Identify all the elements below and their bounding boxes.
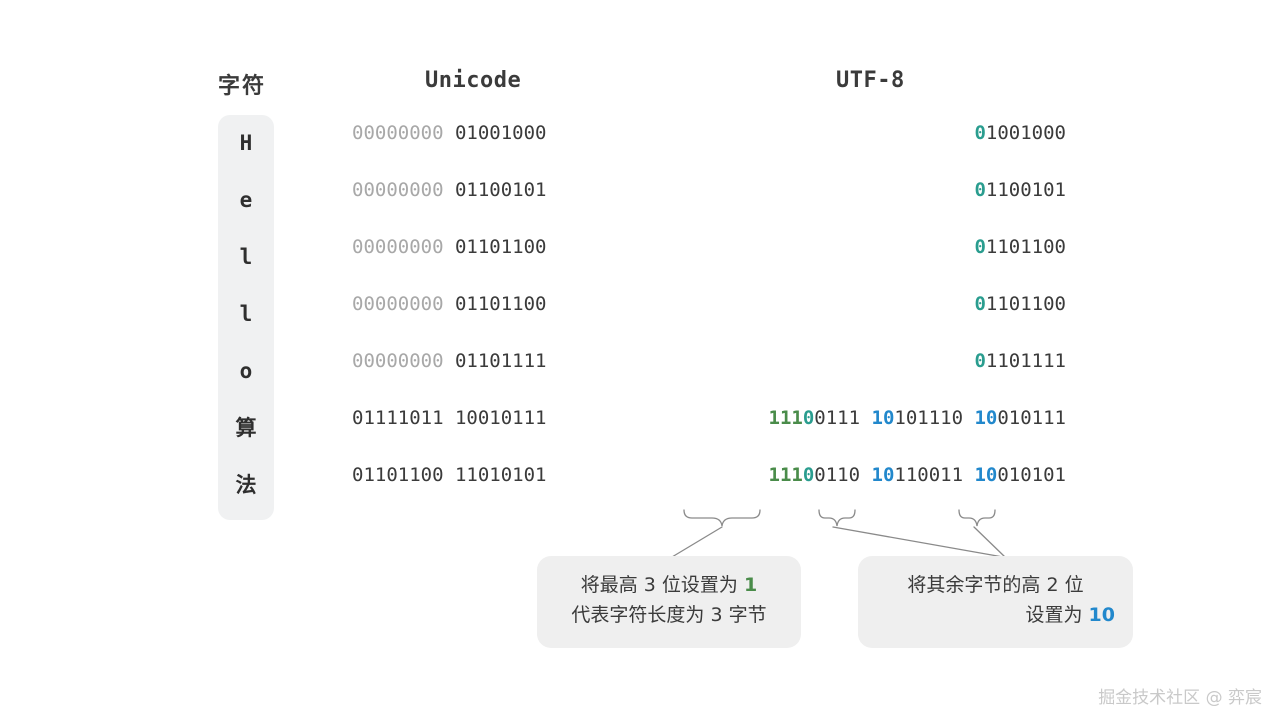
character-column-pill <box>218 115 274 520</box>
callout-text-segment: 10 <box>1088 604 1115 626</box>
utf8-bit-segment: 0 <box>974 122 986 144</box>
callout-box: 将其余字节的高 2 位设置为 10 <box>858 556 1133 648</box>
utf8-bit-segment: 0110 <box>814 464 872 486</box>
utf8-binary-cell: 01101100 <box>974 236 1066 258</box>
unicode-pad-byte: 00000000 <box>352 179 455 201</box>
utf8-bit-segment: 1001000 <box>985 122 1066 144</box>
unicode-pad-byte: 00000000 <box>352 293 455 315</box>
utf8-binary-cell: 01101100 <box>974 293 1066 315</box>
utf8-bit-segment: 0 <box>974 236 986 258</box>
utf8-bit-segment: 110011 <box>894 464 975 486</box>
utf8-bit-segment: 10 <box>974 464 998 486</box>
utf8-bit-segment: 10 <box>871 464 895 486</box>
watermark: 掘金技术社区 @ 弈宸 <box>1098 688 1262 708</box>
utf8-bit-segment: 0 <box>974 293 986 315</box>
utf8-bit-segment: 10 <box>871 407 895 429</box>
callout-text-segment: 将最高 3 位设置为 <box>580 574 744 596</box>
character-cell: l <box>239 302 253 326</box>
utf8-binary-cell: 01001000 <box>974 122 1066 144</box>
utf8-bit-segment: 1101111 <box>985 350 1066 372</box>
utf8-binary-cell: 11100111 10101110 10010111 <box>769 407 1066 429</box>
character-cell: e <box>239 188 253 212</box>
unicode-pad-byte: 00000000 <box>352 350 455 372</box>
character-cell: 算 <box>235 416 257 440</box>
callout-line: 设置为 10 <box>876 600 1116 630</box>
unicode-value-byte: 01101111 <box>454 350 547 372</box>
utf8-bit-segment: 1101100 <box>985 293 1066 315</box>
utf8-bit-segment: 010111 <box>997 407 1066 429</box>
utf8-bit-segment: 111 <box>768 464 803 486</box>
callout-line: 将最高 3 位设置为 1 <box>555 570 783 600</box>
utf8-binary-cell: 11100110 10110011 10010101 <box>769 464 1066 486</box>
utf8-bit-segment: 0111 <box>814 407 872 429</box>
utf8-bit-segment: 101110 <box>894 407 975 429</box>
unicode-binary-cell: 00000000 01100101 <box>352 179 546 201</box>
callout-line: 将其余字节的高 2 位 <box>876 570 1115 600</box>
callout-text-segment: 设置为 <box>1025 604 1089 626</box>
character-cell: l <box>239 245 253 269</box>
utf8-bit-segment: 1100101 <box>985 179 1066 201</box>
column-header-utf8: UTF-8 <box>836 68 905 93</box>
unicode-value-byte: 01101100 11010101 <box>352 464 547 486</box>
unicode-value-byte: 01101100 <box>454 236 547 258</box>
utf8-bit-segment: 1101100 <box>985 236 1066 258</box>
column-header-character: 字符 <box>218 73 267 98</box>
unicode-binary-cell: 00000000 01101100 <box>352 293 546 315</box>
callout-box: 将最高 3 位设置为 1 代表字符长度为 3 字节 <box>537 556 801 648</box>
column-header-unicode: Unicode <box>425 68 522 93</box>
utf8-bit-segment: 10 <box>974 407 998 429</box>
callout-text-segment: 代表字符长度为 3 字节 <box>571 604 767 626</box>
callout-text-segment: 1 <box>743 574 758 596</box>
utf8-bit-segment: 0 <box>802 464 815 486</box>
utf8-bit-segment: 0 <box>974 350 986 372</box>
callout-text-segment: 将其余字节的高 2 位 <box>907 574 1084 596</box>
unicode-binary-cell: 01101100 11010101 <box>352 464 546 486</box>
utf8-binary-cell: 01101111 <box>974 350 1066 372</box>
utf8-bit-segment: 0 <box>802 407 815 429</box>
unicode-value-byte: 01101100 <box>454 293 547 315</box>
callout-line: 代表字符长度为 3 字节 <box>555 600 783 630</box>
utf8-bit-segment: 010101 <box>997 464 1066 486</box>
utf8-bit-segment: 0 <box>974 179 986 201</box>
utf8-binary-cell: 01100101 <box>974 179 1066 201</box>
unicode-value-byte: 01111011 10010111 <box>352 407 547 429</box>
unicode-value-byte: 01100101 <box>454 179 547 201</box>
unicode-binary-cell: 00000000 01101100 <box>352 236 546 258</box>
unicode-pad-byte: 00000000 <box>352 122 455 144</box>
unicode-value-byte: 01001000 <box>454 122 547 144</box>
unicode-binary-cell: 00000000 01001000 <box>352 122 546 144</box>
unicode-binary-cell: 00000000 01101111 <box>352 350 546 372</box>
character-cell: H <box>239 131 253 155</box>
unicode-pad-byte: 00000000 <box>352 236 455 258</box>
unicode-binary-cell: 01111011 10010111 <box>352 407 546 429</box>
character-cell: 法 <box>235 473 257 497</box>
character-cell: o <box>239 359 253 383</box>
utf8-bit-segment: 111 <box>768 407 803 429</box>
